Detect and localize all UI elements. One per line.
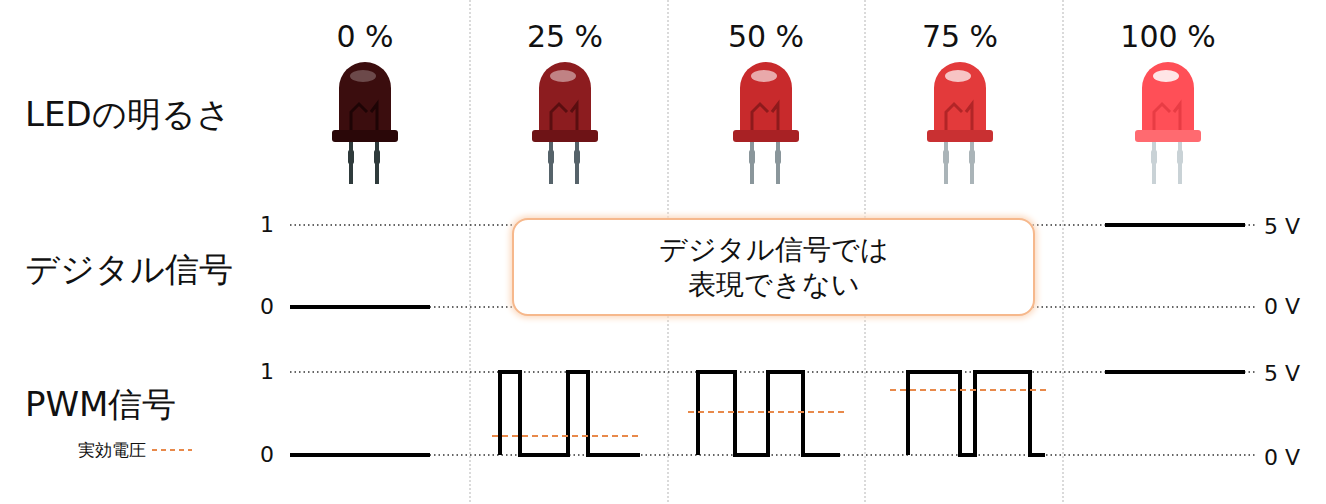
column-header: 100 % bbox=[1120, 20, 1215, 53]
callout-text: デジタル信号では 表現できない bbox=[639, 232, 909, 302]
column-header: 75 % bbox=[922, 20, 998, 53]
effective-voltage-line bbox=[688, 411, 845, 413]
signal-waveform bbox=[1105, 223, 1245, 227]
level-line bbox=[290, 454, 1255, 455]
legend-text: 実効電圧 bbox=[78, 441, 146, 460]
led-leg-joint bbox=[574, 150, 580, 164]
led-leg-joint bbox=[348, 150, 354, 164]
led-leg bbox=[1152, 140, 1156, 184]
signal-waveform bbox=[290, 453, 430, 457]
led-leg-joint bbox=[969, 150, 975, 164]
led-flange bbox=[733, 130, 799, 142]
led-dome bbox=[740, 62, 792, 134]
column-header: 25 % bbox=[527, 20, 603, 53]
led-frame bbox=[551, 104, 577, 134]
led-leg bbox=[970, 140, 974, 184]
led-dome bbox=[539, 62, 591, 134]
logic-level: 1 bbox=[260, 213, 274, 237]
legend-swatch bbox=[152, 449, 192, 451]
led-leg bbox=[750, 140, 754, 184]
led-flange bbox=[532, 130, 598, 142]
led-illustrations bbox=[332, 62, 1201, 184]
voltage-label: 5 V bbox=[1264, 362, 1300, 386]
grid-lines bbox=[290, 0, 1255, 504]
led-highlight bbox=[945, 70, 971, 82]
row-label: デジタル信号 bbox=[25, 251, 233, 288]
led-leg bbox=[549, 140, 553, 184]
led-icon bbox=[332, 62, 398, 184]
signal-waveform bbox=[1105, 370, 1245, 374]
signal-waveform bbox=[908, 372, 1045, 455]
led-leg-joint bbox=[775, 150, 781, 164]
led-frame bbox=[752, 104, 778, 134]
led-leg-joint bbox=[374, 150, 380, 164]
led-flange bbox=[927, 130, 993, 142]
signal-waveform bbox=[290, 305, 430, 309]
led-frame bbox=[1154, 104, 1180, 134]
led-leg-joint bbox=[548, 150, 554, 164]
led-leg bbox=[349, 140, 353, 184]
led-frame bbox=[351, 104, 377, 134]
effective-voltage-line bbox=[890, 389, 1048, 391]
led-dome bbox=[339, 62, 391, 134]
voltage-label: 5 V bbox=[1264, 215, 1300, 239]
led-flange bbox=[332, 130, 398, 142]
column-header: 0 % bbox=[336, 20, 393, 53]
led-highlight bbox=[350, 70, 376, 82]
led-leg bbox=[776, 140, 780, 184]
logic-level: 1 bbox=[260, 360, 274, 384]
led-dome bbox=[1142, 62, 1194, 134]
led-highlight bbox=[1153, 70, 1179, 82]
column-header: 50 % bbox=[728, 20, 804, 53]
signal-waveform bbox=[698, 372, 840, 455]
led-leg bbox=[575, 140, 579, 184]
row-label: PWM信号 bbox=[25, 386, 176, 423]
led-leg-joint bbox=[943, 150, 949, 164]
led-leg bbox=[1178, 140, 1182, 184]
led-leg-joint bbox=[1177, 150, 1183, 164]
column-divider bbox=[470, 0, 471, 504]
voltage-label: 0 V bbox=[1264, 295, 1300, 319]
effective-voltage-line bbox=[492, 435, 640, 437]
callout-box: デジタル信号では 表現できない bbox=[512, 218, 1035, 316]
logic-level: 0 bbox=[260, 443, 274, 467]
led-icon bbox=[1135, 62, 1201, 184]
led-highlight bbox=[751, 70, 777, 82]
signal-waveform bbox=[500, 372, 640, 455]
led-highlight bbox=[550, 70, 576, 82]
led-icon bbox=[532, 62, 598, 184]
led-flange bbox=[1135, 130, 1201, 142]
led-leg-joint bbox=[749, 150, 755, 164]
voltage-label: 0 V bbox=[1264, 446, 1300, 470]
led-icon bbox=[733, 62, 799, 184]
led-frame bbox=[946, 104, 972, 134]
led-dome bbox=[934, 62, 986, 134]
column-divider bbox=[1063, 0, 1064, 504]
logic-level: 0 bbox=[260, 295, 274, 319]
led-leg-joint bbox=[1151, 150, 1157, 164]
row-label: LEDの明るさ bbox=[25, 96, 231, 133]
led-icon bbox=[927, 62, 993, 184]
led-leg bbox=[944, 140, 948, 184]
signals bbox=[290, 225, 1245, 455]
led-leg bbox=[375, 140, 379, 184]
